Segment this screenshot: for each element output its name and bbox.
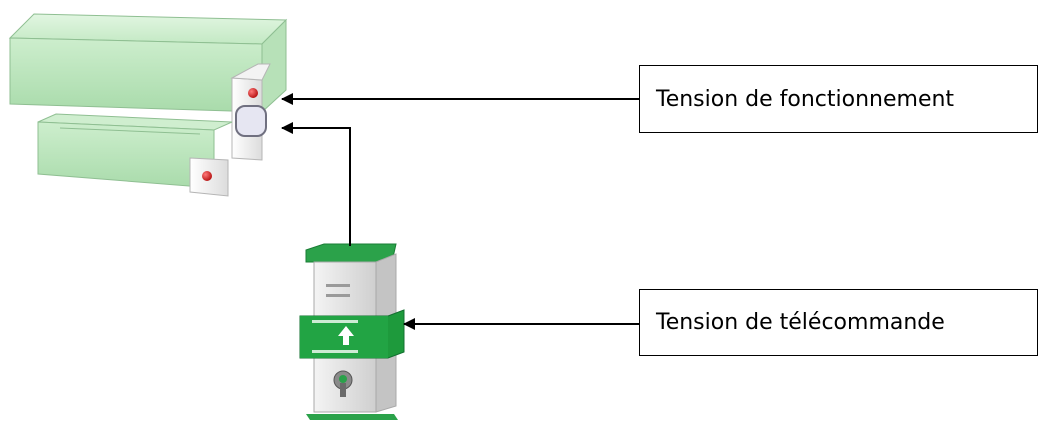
remote-voltage-box: Tension de télécommande (639, 289, 1038, 356)
indicator-light-icon (248, 88, 258, 98)
operating-voltage-label: Tension de fonctionnement (656, 86, 955, 112)
operating-voltage-box: Tension de fonctionnement (639, 65, 1038, 133)
emergency-release-switch-icon (299, 243, 405, 420)
door-magnet-lock-icon (8, 13, 288, 197)
indicator-light-icon (202, 171, 212, 181)
remote-voltage-label: Tension de télécommande (656, 310, 945, 335)
arrow-remote-to-lock (281, 122, 351, 246)
up-arrow-icon (338, 326, 354, 345)
release-knob-icon (235, 105, 267, 137)
